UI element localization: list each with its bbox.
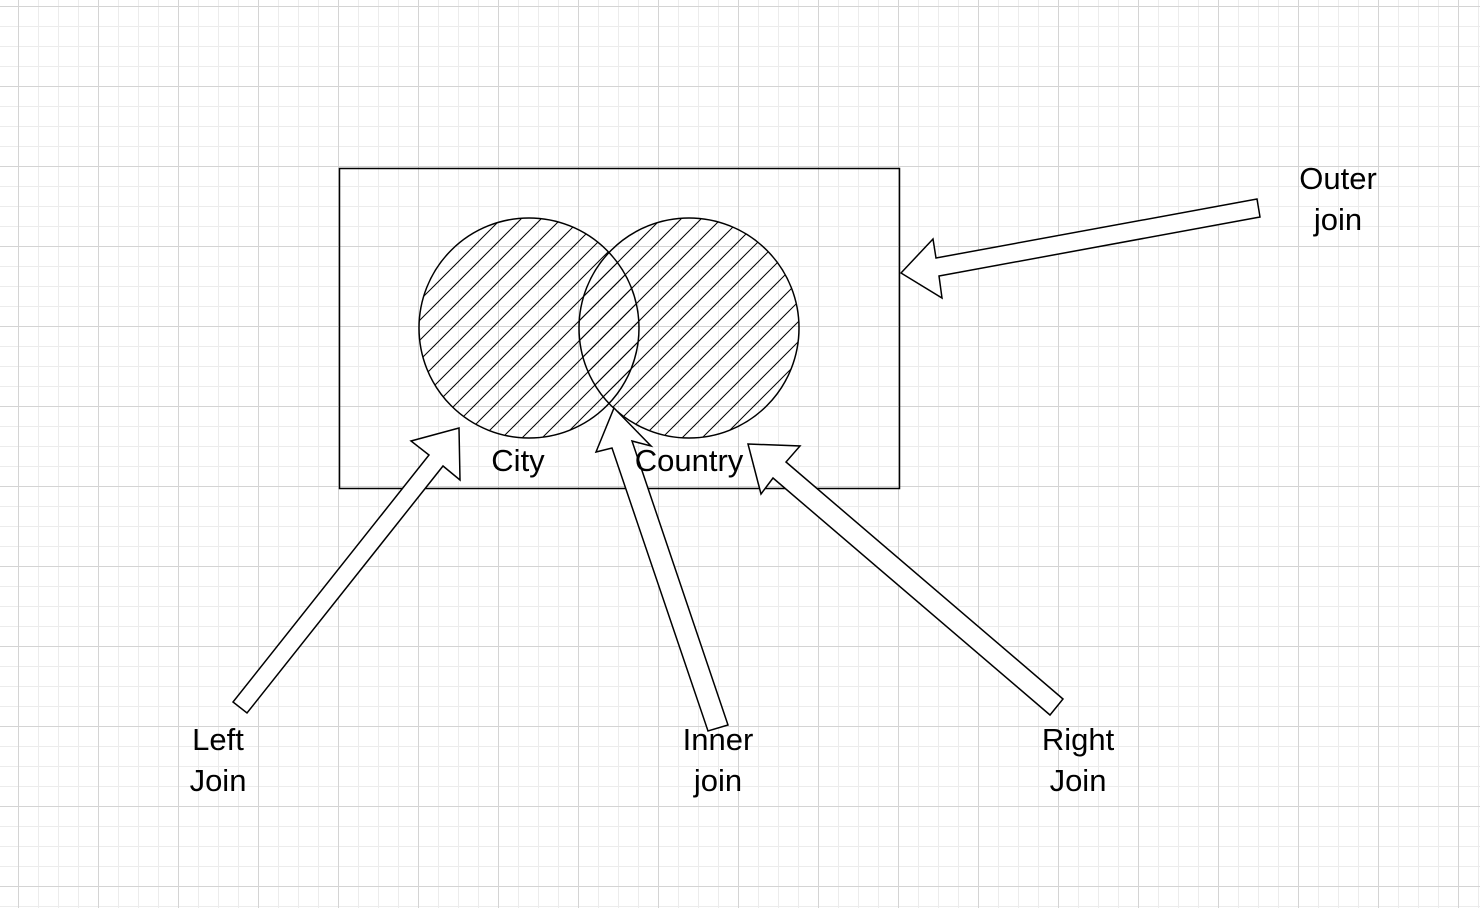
right-join-label-line2: Join bbox=[1050, 763, 1107, 798]
left-join-label-line1: Left bbox=[192, 722, 244, 757]
left-join-label-line2: Join bbox=[190, 763, 247, 798]
inner-join-label-line2: join bbox=[693, 763, 742, 798]
country-circle bbox=[578, 217, 800, 439]
outer-join-label-line1: Outer bbox=[1299, 161, 1377, 196]
inner-join-arrow bbox=[594, 406, 729, 732]
city-label: City bbox=[491, 443, 545, 478]
outer-join-label-line2: join bbox=[1313, 202, 1362, 237]
right-join-label-line1: Right bbox=[1042, 722, 1115, 757]
right-join-arrow bbox=[747, 443, 1065, 717]
outer-rectangle bbox=[338, 167, 901, 490]
left-join-arrow bbox=[231, 427, 461, 715]
inner-join-label-line1: Inner bbox=[683, 722, 754, 757]
country-label: Country bbox=[635, 443, 744, 478]
outer-join-arrow bbox=[899, 198, 1261, 300]
